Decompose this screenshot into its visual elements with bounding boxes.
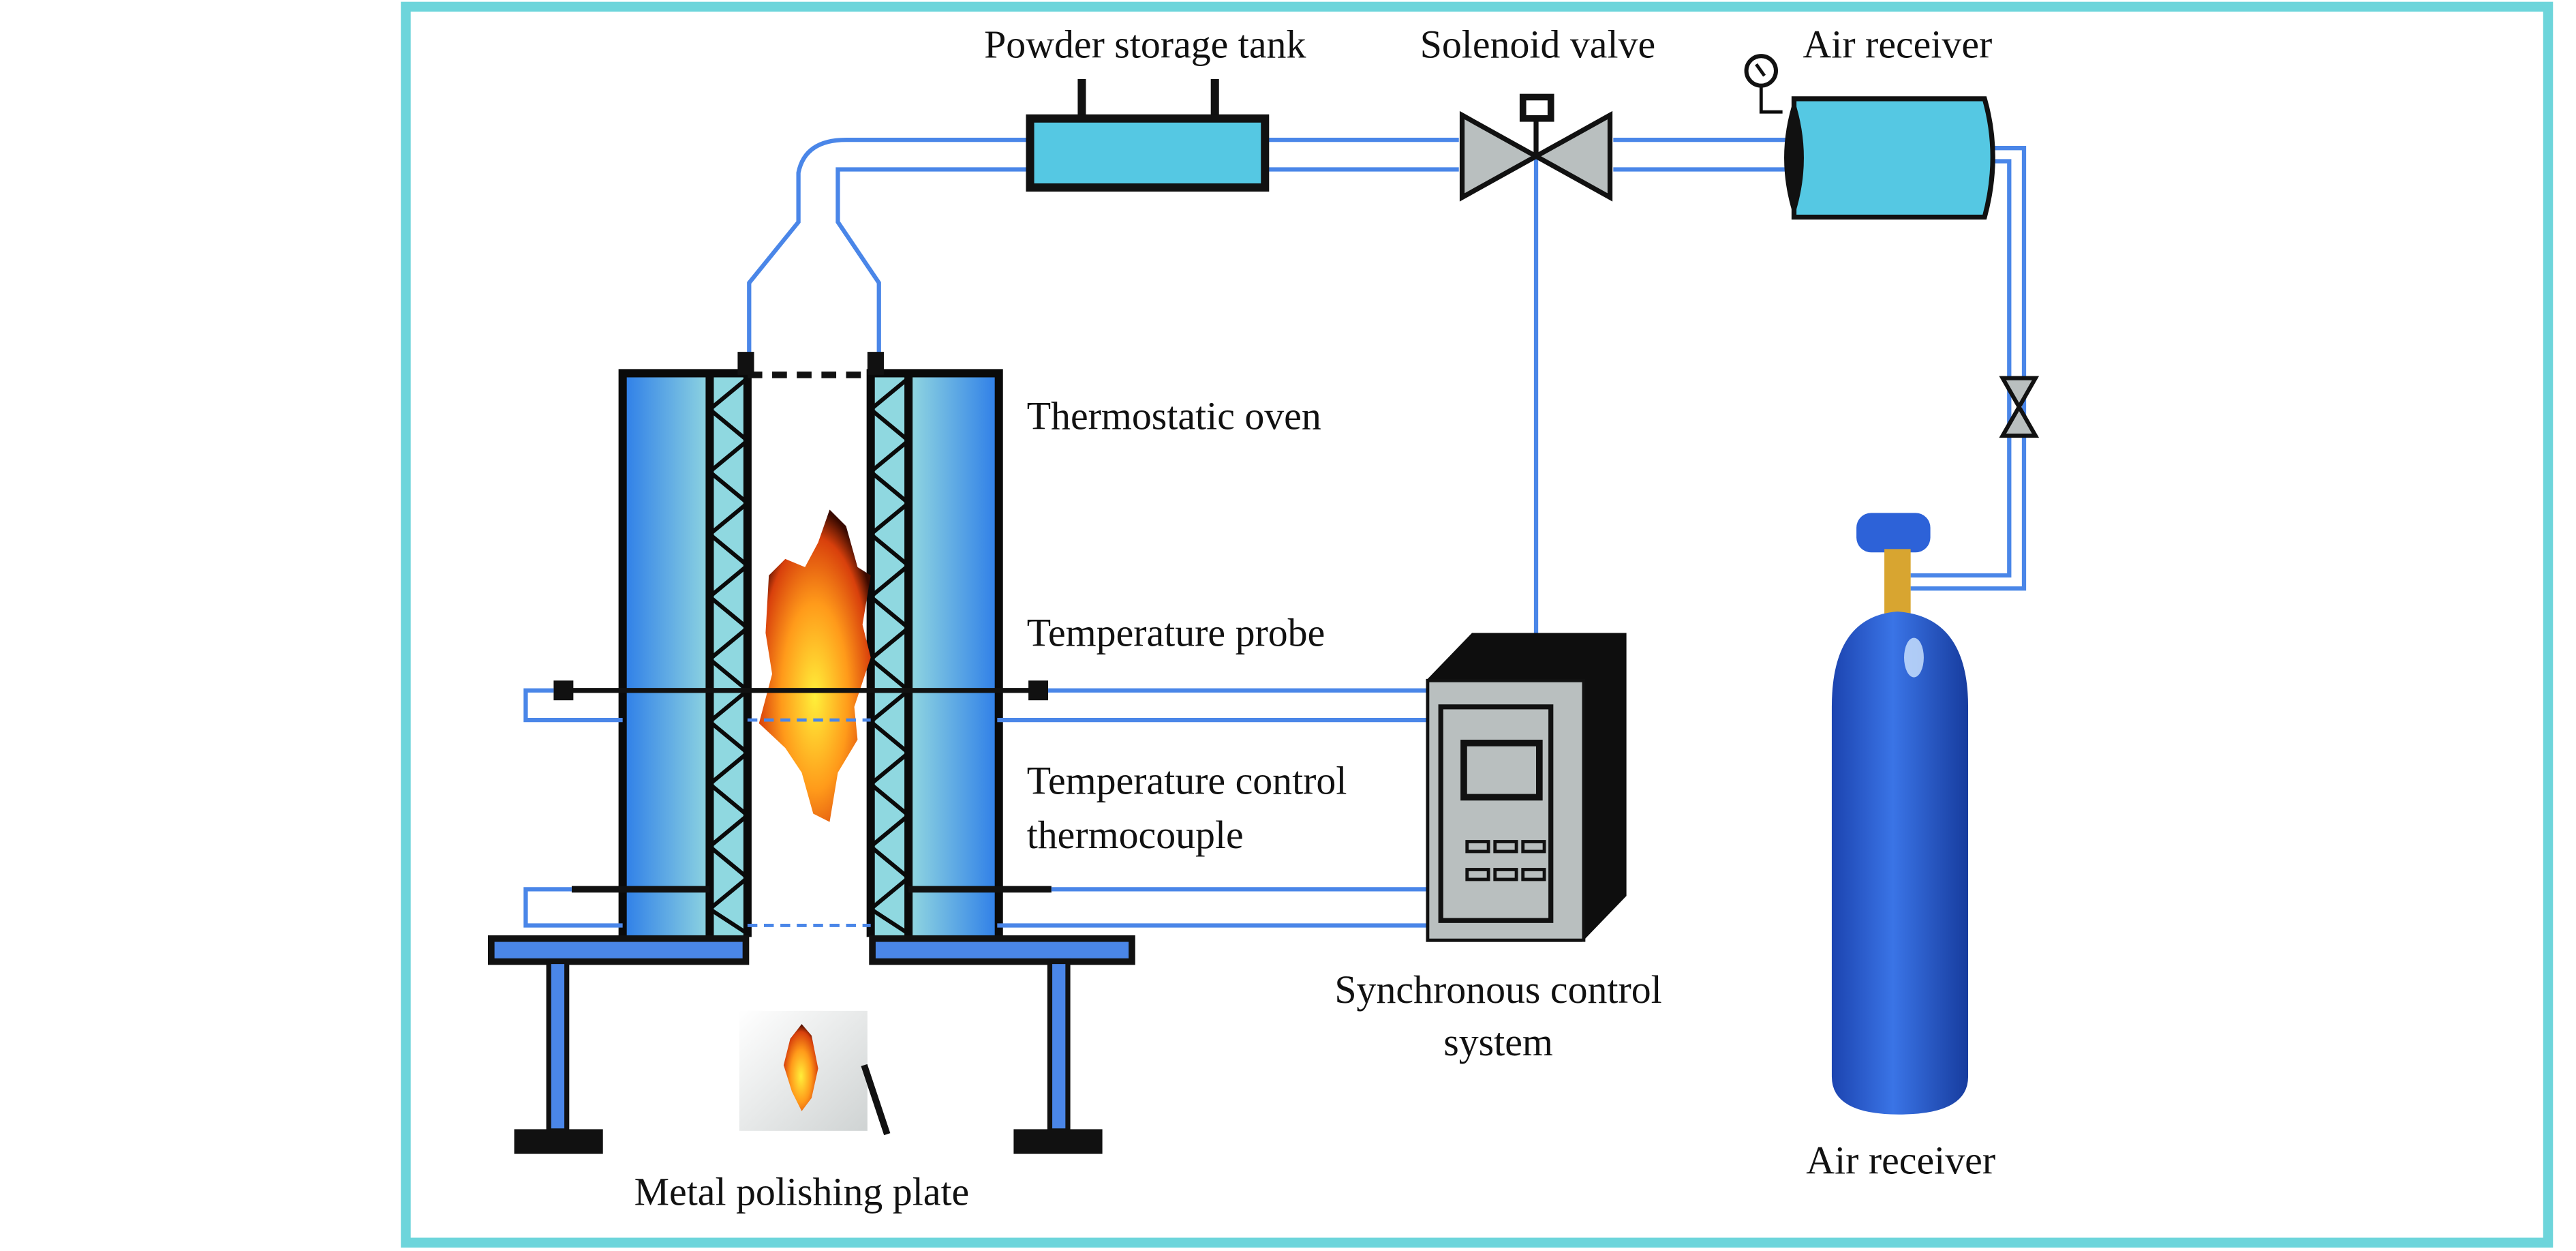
powder-storage-tank [1026,78,1270,192]
air-cylinder [1831,513,1969,1115]
label-powder-storage-tank: Powder storage tank [984,22,1306,67]
thermostatic-oven [487,352,1135,1154]
control-button [1493,868,1518,881]
control-button [1521,868,1546,881]
control-button [1493,840,1518,854]
label-air-receiver-top: Air receiver [1803,22,1992,67]
label-control-system-1: Synchronous control [1334,967,1661,1012]
label-air-receiver-bottom: Air receiver [1806,1138,1995,1182]
gas-pipeline [747,138,2027,658]
synchronous-control-system [1426,633,1627,942]
metal-polishing-plate [739,1010,891,1136]
flame-icon [758,509,871,822]
label-thermocouple-1: Temperature control [1027,759,1347,803]
air-receiver-tank [1744,54,1995,220]
label-thermocouple-2: thermocouple [1027,813,1244,857]
label-control-system-2: system [1443,1020,1553,1064]
label-metal-polishing-plate: Metal polishing plate [634,1169,970,1214]
control-button [1465,868,1490,881]
label-solenoid-valve: Solenoid valve [1420,22,1655,67]
temperature-control-thermocouple [523,886,1430,928]
control-button [1521,840,1546,854]
solenoid-valve [1459,93,1613,202]
control-button [1465,840,1490,854]
label-thermostatic-oven: Thermostatic oven [1027,393,1321,438]
shutoff-valve-icon [1999,376,2040,438]
temperature-probe [523,680,1430,723]
label-temperature-probe: Temperature probe [1027,611,1325,655]
